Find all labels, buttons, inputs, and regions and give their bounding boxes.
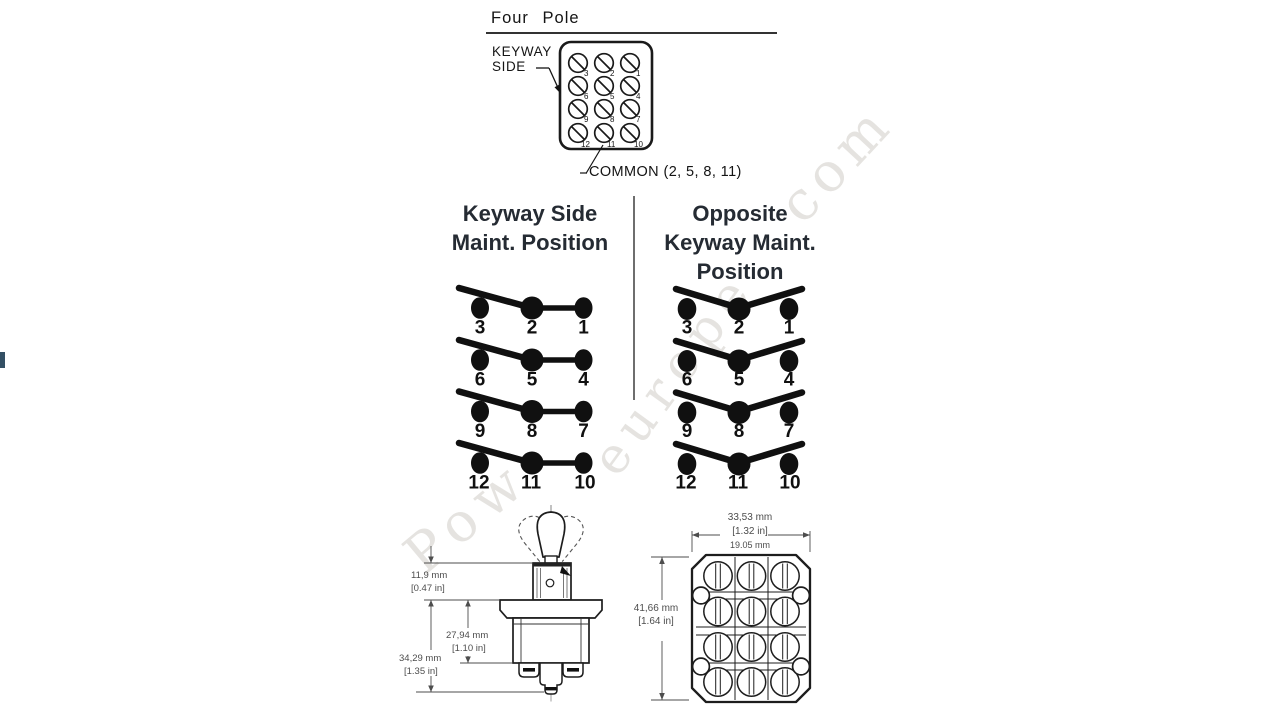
switch-row: 9 8 7 xyxy=(455,388,593,442)
dim-body-in: [1.10 in] xyxy=(452,642,486,654)
svg-text:4: 4 xyxy=(578,370,589,391)
svg-text:7: 7 xyxy=(784,421,795,442)
side-view-drawing xyxy=(416,505,603,703)
dim-bushing-in: [0.47 in] xyxy=(411,582,445,594)
svg-text:10: 10 xyxy=(779,473,800,494)
mounting-flange xyxy=(499,599,603,619)
svg-text:10: 10 xyxy=(574,473,595,494)
svg-text:11: 11 xyxy=(728,473,749,494)
svg-text:12: 12 xyxy=(675,473,696,494)
dim-body-mm: 27,94 mm xyxy=(446,630,489,641)
switch-body xyxy=(512,617,590,664)
svg-text:2: 2 xyxy=(610,69,615,78)
svg-text:5: 5 xyxy=(610,92,615,101)
svg-text:8: 8 xyxy=(527,421,538,442)
svg-text:11: 11 xyxy=(521,473,542,494)
common-leader-line xyxy=(580,144,604,174)
switch-row: 3 2 1 xyxy=(455,284,593,339)
svg-text:7: 7 xyxy=(636,115,641,124)
right-heading-line2: Keyway Maint. xyxy=(664,230,816,255)
pinout-box xyxy=(558,40,654,151)
svg-text:6: 6 xyxy=(584,92,589,101)
side-holes xyxy=(691,586,811,676)
edge-artifact xyxy=(0,352,5,368)
svg-text:5: 5 xyxy=(527,370,538,391)
side-view-dimensions xyxy=(416,546,544,693)
keyway-mark xyxy=(560,566,571,576)
terminal-base xyxy=(518,662,584,695)
dim-overall-height: 34,29 mm [1.35 in] xyxy=(399,653,441,678)
keyway-side-label-line1: KEYWAY xyxy=(492,44,552,59)
svg-text:4: 4 xyxy=(784,370,795,391)
dim-back-height: 41,66 mm [1.64 in] xyxy=(626,602,686,628)
keyway-side-label: KEYWAY SIDE xyxy=(492,44,552,74)
keyway-position-diagram: 3 2 1 6 5 4 9 8 7 12 11 10 xyxy=(455,284,596,494)
svg-text:7: 7 xyxy=(578,421,589,442)
dim-overall-in: [1.35 in] xyxy=(404,665,438,677)
right-heading-line1: Opposite xyxy=(692,201,788,226)
terminal-slot xyxy=(567,668,579,672)
svg-text:9: 9 xyxy=(584,115,589,124)
bushing-hole xyxy=(545,578,555,588)
dim-back-height-mm: 41,66 mm xyxy=(633,603,679,614)
switch-row: 3 2 1 xyxy=(672,285,806,339)
svg-text:1: 1 xyxy=(784,318,795,339)
common-terminals-label: COMMON (2, 5, 8, 11) xyxy=(589,164,742,180)
left-heading-line2: Maint. Position xyxy=(451,230,609,255)
svg-text:1: 1 xyxy=(636,69,641,78)
svg-text:9: 9 xyxy=(475,421,486,442)
section-title: Four Pole xyxy=(491,9,580,27)
back-view-dimensions xyxy=(651,531,811,701)
switch-row: 6 5 4 xyxy=(672,337,806,391)
dim-back-inner-width: 19.05 mm xyxy=(729,540,771,550)
dim-back-height-in: [1.64 in] xyxy=(638,616,674,627)
terminal-slot xyxy=(545,687,557,691)
dim-overall-mm: 34,29 mm xyxy=(399,653,442,664)
svg-text:6: 6 xyxy=(475,370,486,391)
dim-bushing-height: 11,9 mm [0.47 in] xyxy=(411,570,447,595)
svg-text:2: 2 xyxy=(734,318,745,339)
svg-text:9: 9 xyxy=(682,421,693,442)
svg-text:1: 1 xyxy=(578,318,589,339)
title-rule xyxy=(486,32,777,34)
toggle-lever xyxy=(536,511,566,558)
svg-text:11: 11 xyxy=(607,140,616,149)
svg-text:5: 5 xyxy=(734,370,745,391)
threaded-bushing xyxy=(532,562,572,601)
left-heading-line1: Keyway Side xyxy=(462,201,598,226)
dim-back-width-in: [1.32 in] xyxy=(732,526,768,537)
svg-text:12: 12 xyxy=(581,140,590,149)
svg-text:10: 10 xyxy=(634,140,643,149)
opposite-position-diagram: 3 2 1 6 5 4 9 8 7 12 11 10 xyxy=(672,285,806,494)
keyway-leader-line xyxy=(536,67,561,94)
terminal-slot xyxy=(523,668,535,672)
right-heading-line3: Position xyxy=(696,259,784,284)
dim-body-height: 27,94 mm [1.10 in] xyxy=(446,630,488,655)
back-view-drawing xyxy=(651,531,812,704)
terminal-screws xyxy=(703,561,800,697)
dim-bushing-mm: 11,9 mm xyxy=(411,570,448,581)
right-column-heading: Opposite Keyway Maint. Position xyxy=(640,199,840,286)
svg-text:3: 3 xyxy=(682,318,693,339)
svg-text:2: 2 xyxy=(527,318,538,339)
keyway-side-label-line2: SIDE xyxy=(492,59,526,74)
svg-text:4: 4 xyxy=(636,92,641,101)
svg-text:8: 8 xyxy=(610,115,615,124)
switch-row: 12 11 10 xyxy=(672,440,806,494)
pinout-numbers: 3 2 1 6 5 4 9 8 7 12 11 10 xyxy=(581,69,643,149)
svg-text:12: 12 xyxy=(468,473,489,494)
left-column-heading: Keyway Side Maint. Position xyxy=(430,199,630,257)
dim-back-width-mm: 33,53 mm xyxy=(727,512,773,523)
svg-text:6: 6 xyxy=(682,370,693,391)
svg-text:3: 3 xyxy=(475,318,486,339)
svg-text:8: 8 xyxy=(734,421,745,442)
svg-text:3: 3 xyxy=(584,69,589,78)
switch-row: 9 8 7 xyxy=(672,389,806,442)
switch-row: 12 11 10 xyxy=(455,439,596,494)
switch-row: 6 5 4 xyxy=(455,336,593,391)
